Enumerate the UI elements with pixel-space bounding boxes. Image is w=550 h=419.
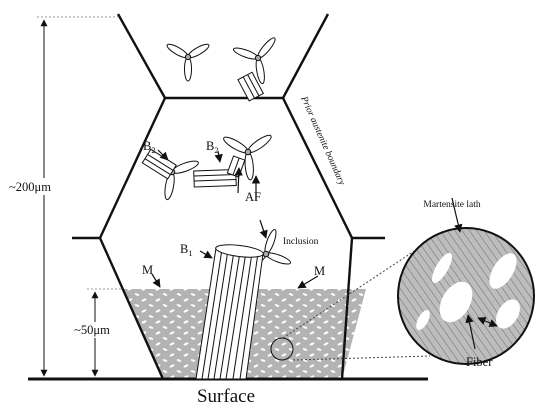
dimension-layer-label-bg <box>65 322 123 338</box>
martensite-lath-label: Martensite lath <box>423 200 480 210</box>
b2-label-left: B2 <box>143 139 156 155</box>
zoom-guide-line <box>292 355 431 361</box>
b1-column <box>195 244 264 380</box>
dimension-total-label: ~200μm <box>9 180 51 194</box>
dimension-total-label-bg <box>2 178 60 195</box>
b2-label-right: B2 <box>206 139 219 155</box>
dimension-layer-label: ~50μm <box>74 323 110 337</box>
martensite-label-left: M <box>142 263 153 277</box>
martensite-label-right: M <box>314 264 325 278</box>
surface-label: Surface <box>197 386 255 407</box>
grain-boundaries <box>72 13 385 380</box>
martensite-zoom-circle <box>397 227 535 365</box>
fiber-label: Fiber <box>466 355 493 369</box>
acicular-ferrite-propeller <box>149 37 291 270</box>
bainite-packet <box>141 71 265 188</box>
inclusion-label: Inclusion <box>283 237 319 247</box>
b1-label: B1 <box>180 242 193 258</box>
af-label: AF <box>245 190 261 204</box>
dimension-total <box>37 16 120 377</box>
zoom-source-circle <box>270 337 294 361</box>
annotation-arrows <box>151 149 498 350</box>
